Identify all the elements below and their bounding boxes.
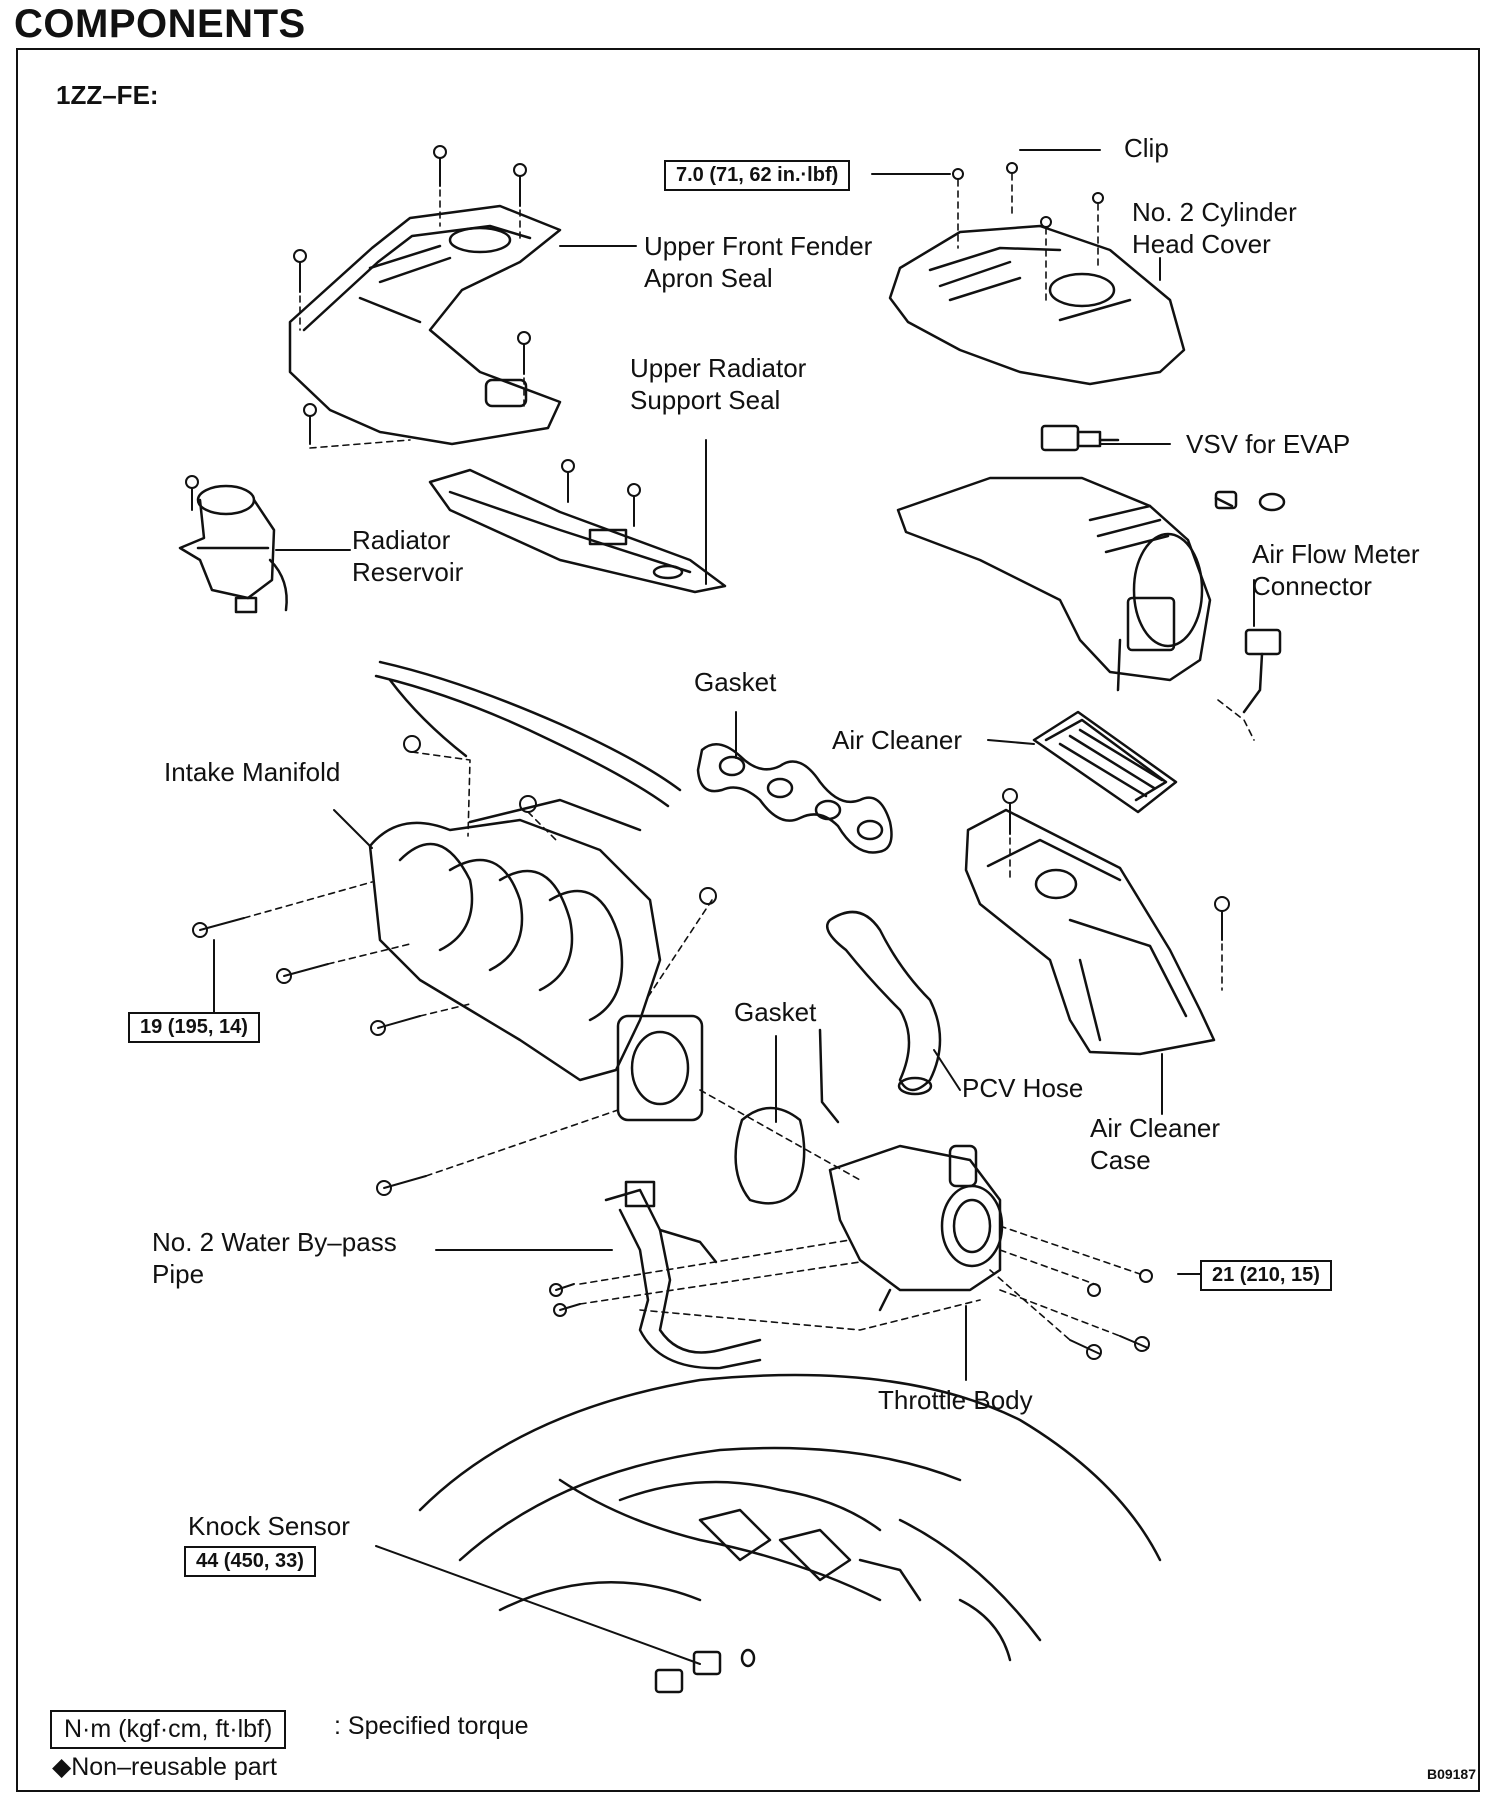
air-cleaner-element-part (1032, 710, 1178, 814)
label-clip: Clip (1124, 133, 1169, 163)
intake-manifold-part (368, 798, 704, 1122)
label-gasket-lower: Gasket (734, 997, 817, 1027)
label-knock-sensor: Knock Sensor (188, 1511, 350, 1541)
label-vsv-for-evap: VSV for EVAP (1186, 429, 1351, 459)
engine-bay-part (418, 1373, 1162, 1662)
diagram-frame (16, 48, 1480, 1792)
label-pcv-hose: PCV Hose (962, 1073, 1084, 1103)
engine-code: 1ZZ–FE: (56, 80, 159, 110)
page-title: COMPONENTS (14, 2, 306, 46)
air-flow-meter-connector-part (1214, 490, 1286, 714)
pcv-hose-part (826, 910, 942, 1096)
label-air-cleaner: Air Cleaner (832, 725, 963, 755)
cylinder-head-cover-part (888, 224, 1186, 386)
water-bypass-pipe-part (604, 1180, 762, 1370)
intake-gasket-part (696, 743, 893, 854)
radiator-reservoir-part (178, 484, 288, 614)
air-cleaner-cap-part (896, 476, 1212, 692)
fuel-rail-part (374, 660, 682, 808)
torque-manifold: 19 (195, 14) (128, 1012, 260, 1043)
figure-code: B09187 (1426, 1766, 1476, 1782)
torque-knock-sensor: 44 (450, 33) (184, 1546, 316, 1577)
legend-non-reusable: ◆Non–reusable part (52, 1753, 277, 1781)
throttle-body-part (828, 1144, 1004, 1312)
legend-torque-unit: N·m (kgf·cm, ft·lbf) (50, 1710, 287, 1749)
throttle-gasket-part (734, 1028, 840, 1205)
bolts (185, 145, 1230, 1360)
knock-sensor-part (654, 1648, 756, 1694)
upper-front-fender-apron-seal-part (288, 204, 562, 446)
air-cleaner-case-part (964, 808, 1216, 1056)
torque-head-cover: 7.0 (71, 62 in.·lbf) (664, 160, 851, 191)
assembly-dashed-lines (243, 173, 1255, 1341)
label-gasket-upper: Gasket (694, 667, 777, 697)
leader-lines (213, 149, 1255, 1665)
label-throttle-body: Throttle Body (878, 1385, 1033, 1415)
torque-throttle: 21 (210, 15) (1200, 1260, 1332, 1291)
vsv-evap-part (1040, 424, 1120, 452)
legend-torque-text: : Specified torque (334, 1712, 529, 1740)
label-intake-manifold: Intake Manifold (164, 757, 341, 787)
upper-radiator-support-seal-part (428, 468, 727, 594)
